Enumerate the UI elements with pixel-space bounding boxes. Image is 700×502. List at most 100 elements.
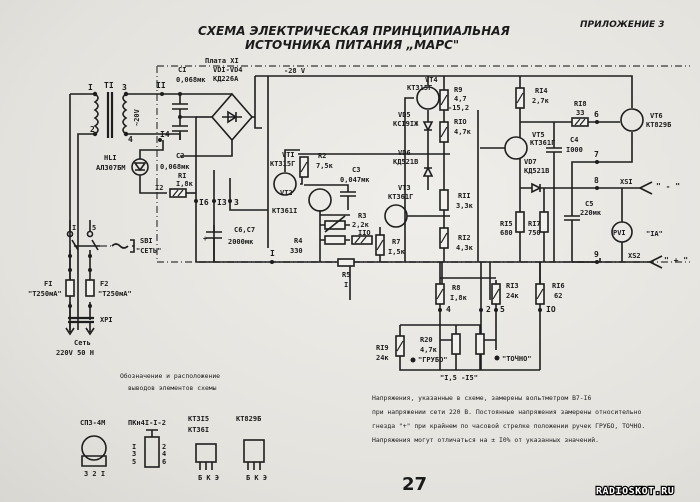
node-14: I4 bbox=[160, 130, 170, 139]
c5-value: 220мк bbox=[580, 209, 602, 217]
r17-ref: RI7 bbox=[528, 220, 541, 228]
fuse2-value: "T250мА" bbox=[98, 290, 132, 298]
fine-label: "ТОЧНО" bbox=[502, 355, 532, 363]
pkn-pins-right: 2 bbox=[162, 443, 166, 451]
r1-value: I,8к bbox=[176, 180, 194, 188]
r16-value: 62 bbox=[554, 292, 562, 300]
note-line-4: Напряжения могут отличаться на ± I0% от … bbox=[372, 436, 599, 444]
note-line-2: при напряжении сети 220 В. Постоянные на… bbox=[372, 408, 641, 416]
vd5-type: КСI9IЖ bbox=[393, 120, 419, 128]
knob-fine[interactable] bbox=[475, 333, 485, 355]
legend-title-2: выводов элементов схемы bbox=[128, 384, 217, 392]
node-9: 9 bbox=[594, 250, 599, 259]
bridge-ref: VDI-VD4 bbox=[213, 66, 243, 74]
range-label: "I,5 -I5" bbox=[440, 374, 478, 382]
r1-ref: RI bbox=[178, 172, 186, 180]
r15-value: 680 bbox=[500, 229, 513, 237]
r10-ref: RIO bbox=[454, 118, 467, 126]
r13-ref: RI3 bbox=[506, 282, 519, 290]
r9-ref: R9 bbox=[454, 86, 462, 94]
r7-value: I,5к bbox=[388, 248, 406, 256]
vd5-ref: VD5 bbox=[398, 111, 411, 119]
switch-ref[interactable]: SBI bbox=[140, 237, 153, 245]
r4-value: 330 bbox=[290, 247, 303, 255]
vd7-ref: VD7 bbox=[524, 158, 537, 166]
r9-voltage: -15,2 bbox=[448, 104, 469, 112]
c1-value: 0,068мк bbox=[176, 76, 206, 84]
node-12: I2 bbox=[155, 184, 163, 192]
pkn-pins-right: 4 bbox=[162, 450, 166, 458]
title-line-1: СХЕМА ЭЛЕКТРИЧЕСКАЯ ПРИНЦИПИАЛЬНАЯ bbox=[198, 24, 510, 38]
vd6-type: КД521В bbox=[393, 158, 418, 166]
legend-title-1: Обозначение и расположение bbox=[120, 372, 220, 380]
vt6-type: КТ829Б bbox=[646, 121, 671, 129]
t1-ref: TI bbox=[104, 81, 114, 90]
legend-part-kt315-pins: Б К Э bbox=[198, 474, 219, 482]
r5-value: I bbox=[344, 281, 348, 289]
hl1-type: АЛ307БМ bbox=[96, 164, 126, 172]
t1-pin-3: 3 bbox=[122, 83, 127, 92]
c5-ref: C5 bbox=[585, 200, 593, 208]
xs2-ref[interactable]: XS2 bbox=[628, 252, 641, 260]
mains-input: I 5 SBI "СЕТЬ" FI "T250мА" F2 "T250мА" X… bbox=[28, 220, 161, 357]
measurement-notes: Напряжения, указанные в схеме, замерены … bbox=[372, 394, 645, 444]
r3-value: 2,2к bbox=[352, 221, 370, 229]
vt3-ref: VT3 bbox=[398, 184, 411, 192]
c4-value: I000 bbox=[566, 146, 583, 154]
vt4-ref: VT4 bbox=[425, 76, 438, 84]
t1-pin-1: I bbox=[88, 83, 93, 92]
r20-value: 4,7к bbox=[420, 346, 438, 354]
r4-ref: R4 bbox=[294, 237, 302, 245]
legend-part-pkn: ПКн4I-I-2 bbox=[128, 419, 166, 427]
top-rail: -28 V bbox=[254, 67, 633, 248]
legend-part-sp3: СП3-4М bbox=[80, 419, 105, 427]
pv1-label: "IA" bbox=[646, 230, 663, 238]
output-jacks: XSI " - " XS2 " + " bbox=[620, 178, 688, 269]
pkn-pins-left: I bbox=[132, 443, 136, 451]
c6-plus: + bbox=[203, 235, 207, 243]
vd7-type: КД521В bbox=[524, 167, 549, 175]
r18-ref: RI8 bbox=[574, 100, 587, 108]
knob-coarse[interactable] bbox=[451, 333, 461, 355]
node-11: II bbox=[156, 81, 166, 90]
legend-part-kt829: КТ829Б bbox=[236, 415, 261, 423]
adjust-section: R8 I,8к RI3 24к RI6 62 4 2 5 IO RI9 24к … bbox=[376, 262, 565, 382]
appendix-label: ПРИЛОЖЕНИЕ 3 bbox=[580, 20, 665, 30]
xs1-ref[interactable]: XSI bbox=[620, 178, 633, 186]
hl1-ref: HLI bbox=[104, 154, 117, 162]
r7-ref: R7 bbox=[392, 238, 400, 246]
r14-value: 2,7к bbox=[532, 97, 550, 105]
r17-value: 750 bbox=[528, 229, 541, 237]
capacitor-c6-c7: + C6,C7 2000мк bbox=[203, 225, 255, 262]
c2-ref: C2 bbox=[176, 152, 184, 160]
node-8: 8 bbox=[594, 176, 599, 185]
node-5: 5 bbox=[500, 305, 505, 314]
vt2-type: КТ361I bbox=[272, 207, 297, 215]
node-1: I bbox=[270, 249, 275, 258]
r8-value: I,8к bbox=[450, 294, 468, 302]
node-3: 3 bbox=[234, 198, 239, 207]
switch-label[interactable]: "СЕТЬ" bbox=[136, 247, 161, 255]
t1-voltage: ~20V bbox=[133, 108, 141, 126]
coarse-label: "ГРУБО" bbox=[418, 356, 448, 364]
vt6-ref: VT6 bbox=[650, 112, 663, 120]
c3-ref: C3 bbox=[352, 166, 360, 174]
r19-value: 24к bbox=[376, 354, 389, 362]
fuse1-value: "T250мА" bbox=[28, 290, 62, 298]
watermark: RADIOSKOT.RU bbox=[596, 486, 674, 497]
regulator-core: VT4 КТ315Г VD5 КСI9IЖ VD6 КД521В VT3 КТ3… bbox=[375, 76, 479, 262]
title-line-2: ИСТОЧНИКА ПИТАНИЯ „МАРС" bbox=[245, 38, 459, 52]
thermistor-value: IIO bbox=[358, 229, 371, 237]
note-line-3: гнезда "+" при крайнем по часовой стрелк… bbox=[372, 422, 645, 430]
c6c7-ref: C6,C7 bbox=[234, 226, 255, 234]
vt1-type: КТ315Г bbox=[270, 160, 295, 168]
pkn-pins-left: 3 bbox=[132, 450, 136, 458]
fuse1-ref: FI bbox=[44, 280, 52, 288]
r2-ref: R2 bbox=[318, 152, 326, 160]
r15-ref: RI5 bbox=[500, 220, 513, 228]
vt2-ref: VT2 bbox=[280, 189, 293, 197]
vt4-type: КТ315Г bbox=[407, 84, 432, 92]
node-6: 6 bbox=[594, 110, 599, 119]
note-line-1: Напряжения, указанные в схеме, замерены … bbox=[372, 394, 591, 402]
